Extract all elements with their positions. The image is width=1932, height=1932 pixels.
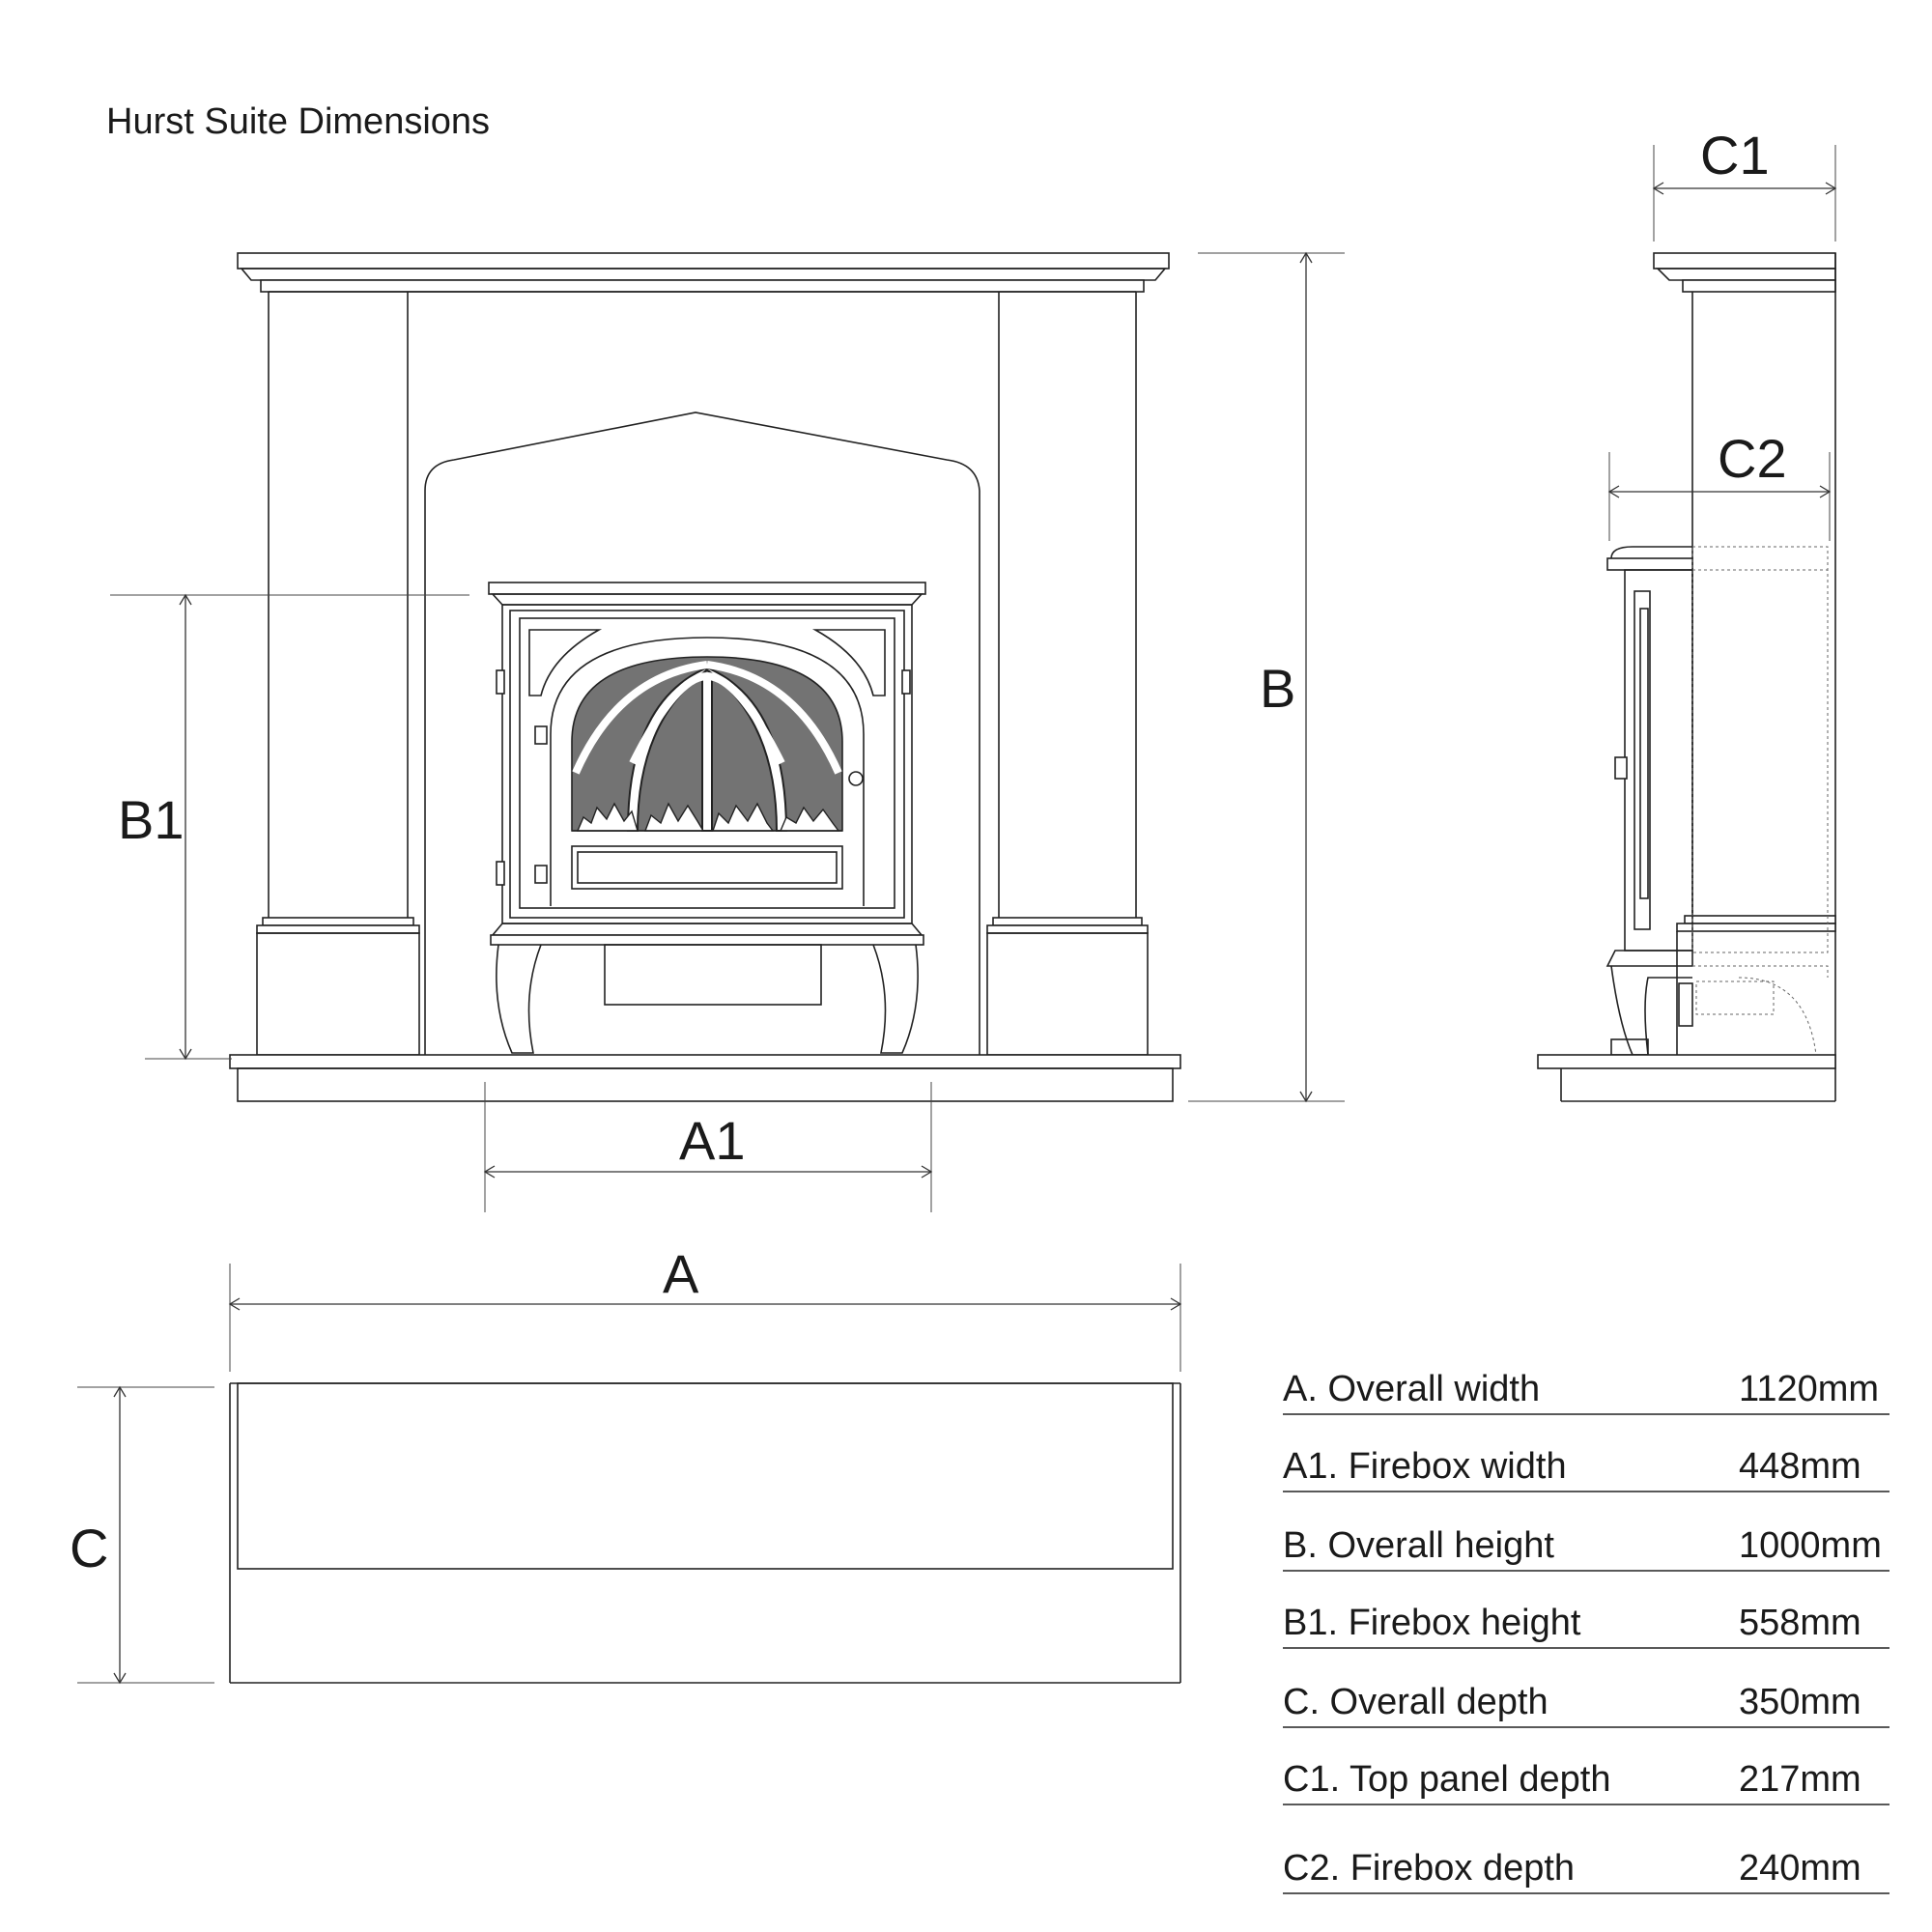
dimension-c1: C1: [1652, 125, 1837, 242]
hearth: [229, 1054, 1181, 1102]
spec-label: C. Overall depth: [1283, 1682, 1548, 1722]
dimension-b1: B1: [110, 593, 469, 1061]
dimension-a1: A1: [483, 1082, 933, 1212]
spec-label: B1. Firebox height: [1283, 1603, 1581, 1643]
spec-value: 558mm: [1739, 1603, 1861, 1643]
page-title: Hurst Suite Dimensions: [106, 101, 490, 142]
spec-row: A. Overall width 1120mm: [1283, 1369, 1889, 1415]
spec-label: B. Overall height: [1283, 1525, 1554, 1566]
spec-label: A1. Firebox width: [1283, 1446, 1567, 1487]
spec-value: 217mm: [1739, 1759, 1861, 1800]
label-c: C: [70, 1518, 108, 1578]
spec-value: 1000mm: [1739, 1525, 1882, 1566]
spec-value: 240mm: [1739, 1848, 1861, 1889]
label-b: B: [1260, 658, 1295, 719]
label-a: A: [663, 1243, 699, 1304]
spec-row: C1. Top panel depth 217mm: [1283, 1759, 1889, 1805]
side-view: C1 C2: [1537, 125, 1837, 1102]
front-view: B1 B A1: [110, 251, 1345, 1212]
dimension-c: C: [70, 1385, 214, 1685]
spec-row: C. Overall depth 350mm: [1283, 1682, 1889, 1728]
spec-table: A. Overall width 1120mm A1. Firebox widt…: [1283, 1369, 1889, 1894]
left-leg: [256, 292, 420, 1056]
spec-label: C2. Firebox depth: [1283, 1848, 1575, 1889]
right-leg: [986, 292, 1149, 1056]
stove: [488, 582, 926, 1054]
spec-row: B. Overall height 1000mm: [1283, 1525, 1889, 1572]
spec-value: 350mm: [1739, 1682, 1861, 1722]
label-c1: C1: [1700, 125, 1770, 185]
spec-value: 1120mm: [1739, 1369, 1879, 1409]
spec-label: A. Overall width: [1283, 1369, 1540, 1409]
dimension-a: A: [228, 1243, 1182, 1372]
arch-back-panel: [424, 412, 980, 1055]
mantel-shelf: [237, 252, 1170, 270]
spec-label: C1. Top panel depth: [1283, 1759, 1610, 1800]
spec-row: B1. Firebox height 558mm: [1283, 1603, 1889, 1649]
spec-row: C2. Firebox depth 240mm: [1283, 1848, 1889, 1894]
spec-row: A1. Firebox width 448mm: [1283, 1446, 1889, 1492]
label-c2: C2: [1718, 428, 1787, 489]
dimension-b: B: [1188, 251, 1345, 1103]
label-b1: B1: [118, 789, 185, 850]
dimension-c2: C2: [1607, 428, 1832, 541]
spec-value: 448mm: [1739, 1446, 1861, 1487]
plan-view: A C: [70, 1243, 1182, 1685]
label-a1: A1: [679, 1110, 746, 1171]
